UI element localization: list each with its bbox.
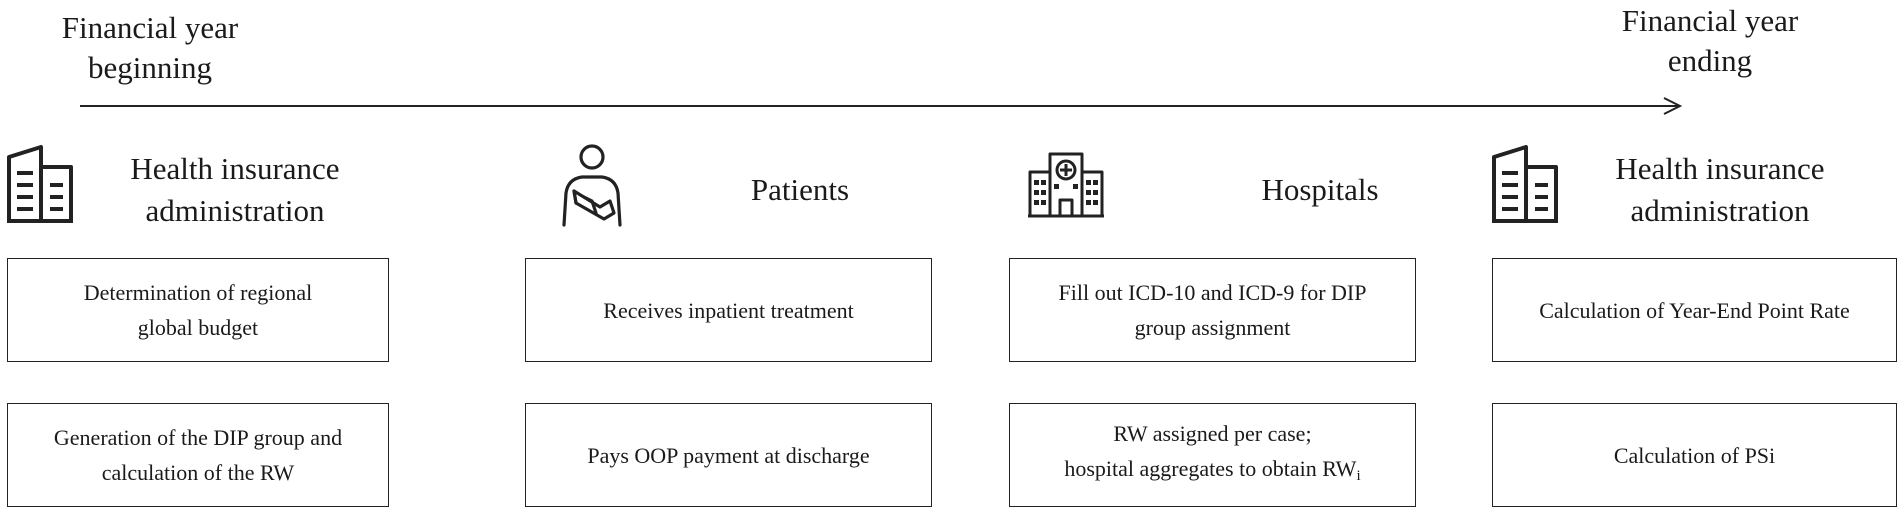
step-text: Receives inpatient treatment [603,297,854,323]
building-icon [7,145,73,223]
step-box: Calculation of PSi [1492,403,1897,507]
step-text: Fill out ICD-10 and ICD-9 for DIP group … [1058,280,1367,340]
timeline-start-label: Financial year beginning [61,10,239,85]
step-box: Determination of regional global budget [7,258,389,362]
timeline-end-label: Financial year ending [1621,3,1799,78]
step-box: Fill out ICD-10 and ICD-9 for DIP group … [1009,258,1416,362]
column-title-patients: Patients [750,172,850,207]
column-title-health-insurance-1: Health insurance administration [130,151,340,228]
patient-icon [562,144,622,227]
step-text: Calculation of PSi [1613,442,1776,468]
column-title-hospitals: Hospitals [1261,172,1379,207]
step-box: Calculation of Year-End Point Rate [1492,258,1897,362]
step-text: Determination of regional global budget [83,280,313,340]
step-box: Receives inpatient treatment [525,258,932,362]
step-text: Pays OOP payment at discharge [587,442,870,468]
step-box: Pays OOP payment at discharge [525,403,932,507]
step-text: Calculation of Year-End Point Rate [1539,297,1850,323]
step-text: Generation of the DIP group and calculat… [53,425,343,485]
step-box: RW assigned per case; hospital aggregate… [1009,403,1416,507]
building-icon [1492,145,1558,223]
subscript-i: i [1356,468,1361,484]
step-box: Generation of the DIP group and calculat… [7,403,389,507]
column-title-health-insurance-2: Health insurance administration [1615,151,1825,228]
hospital-icon [1028,152,1104,218]
step-text: RW assigned per case; hospital aggregate… [1064,421,1357,481]
